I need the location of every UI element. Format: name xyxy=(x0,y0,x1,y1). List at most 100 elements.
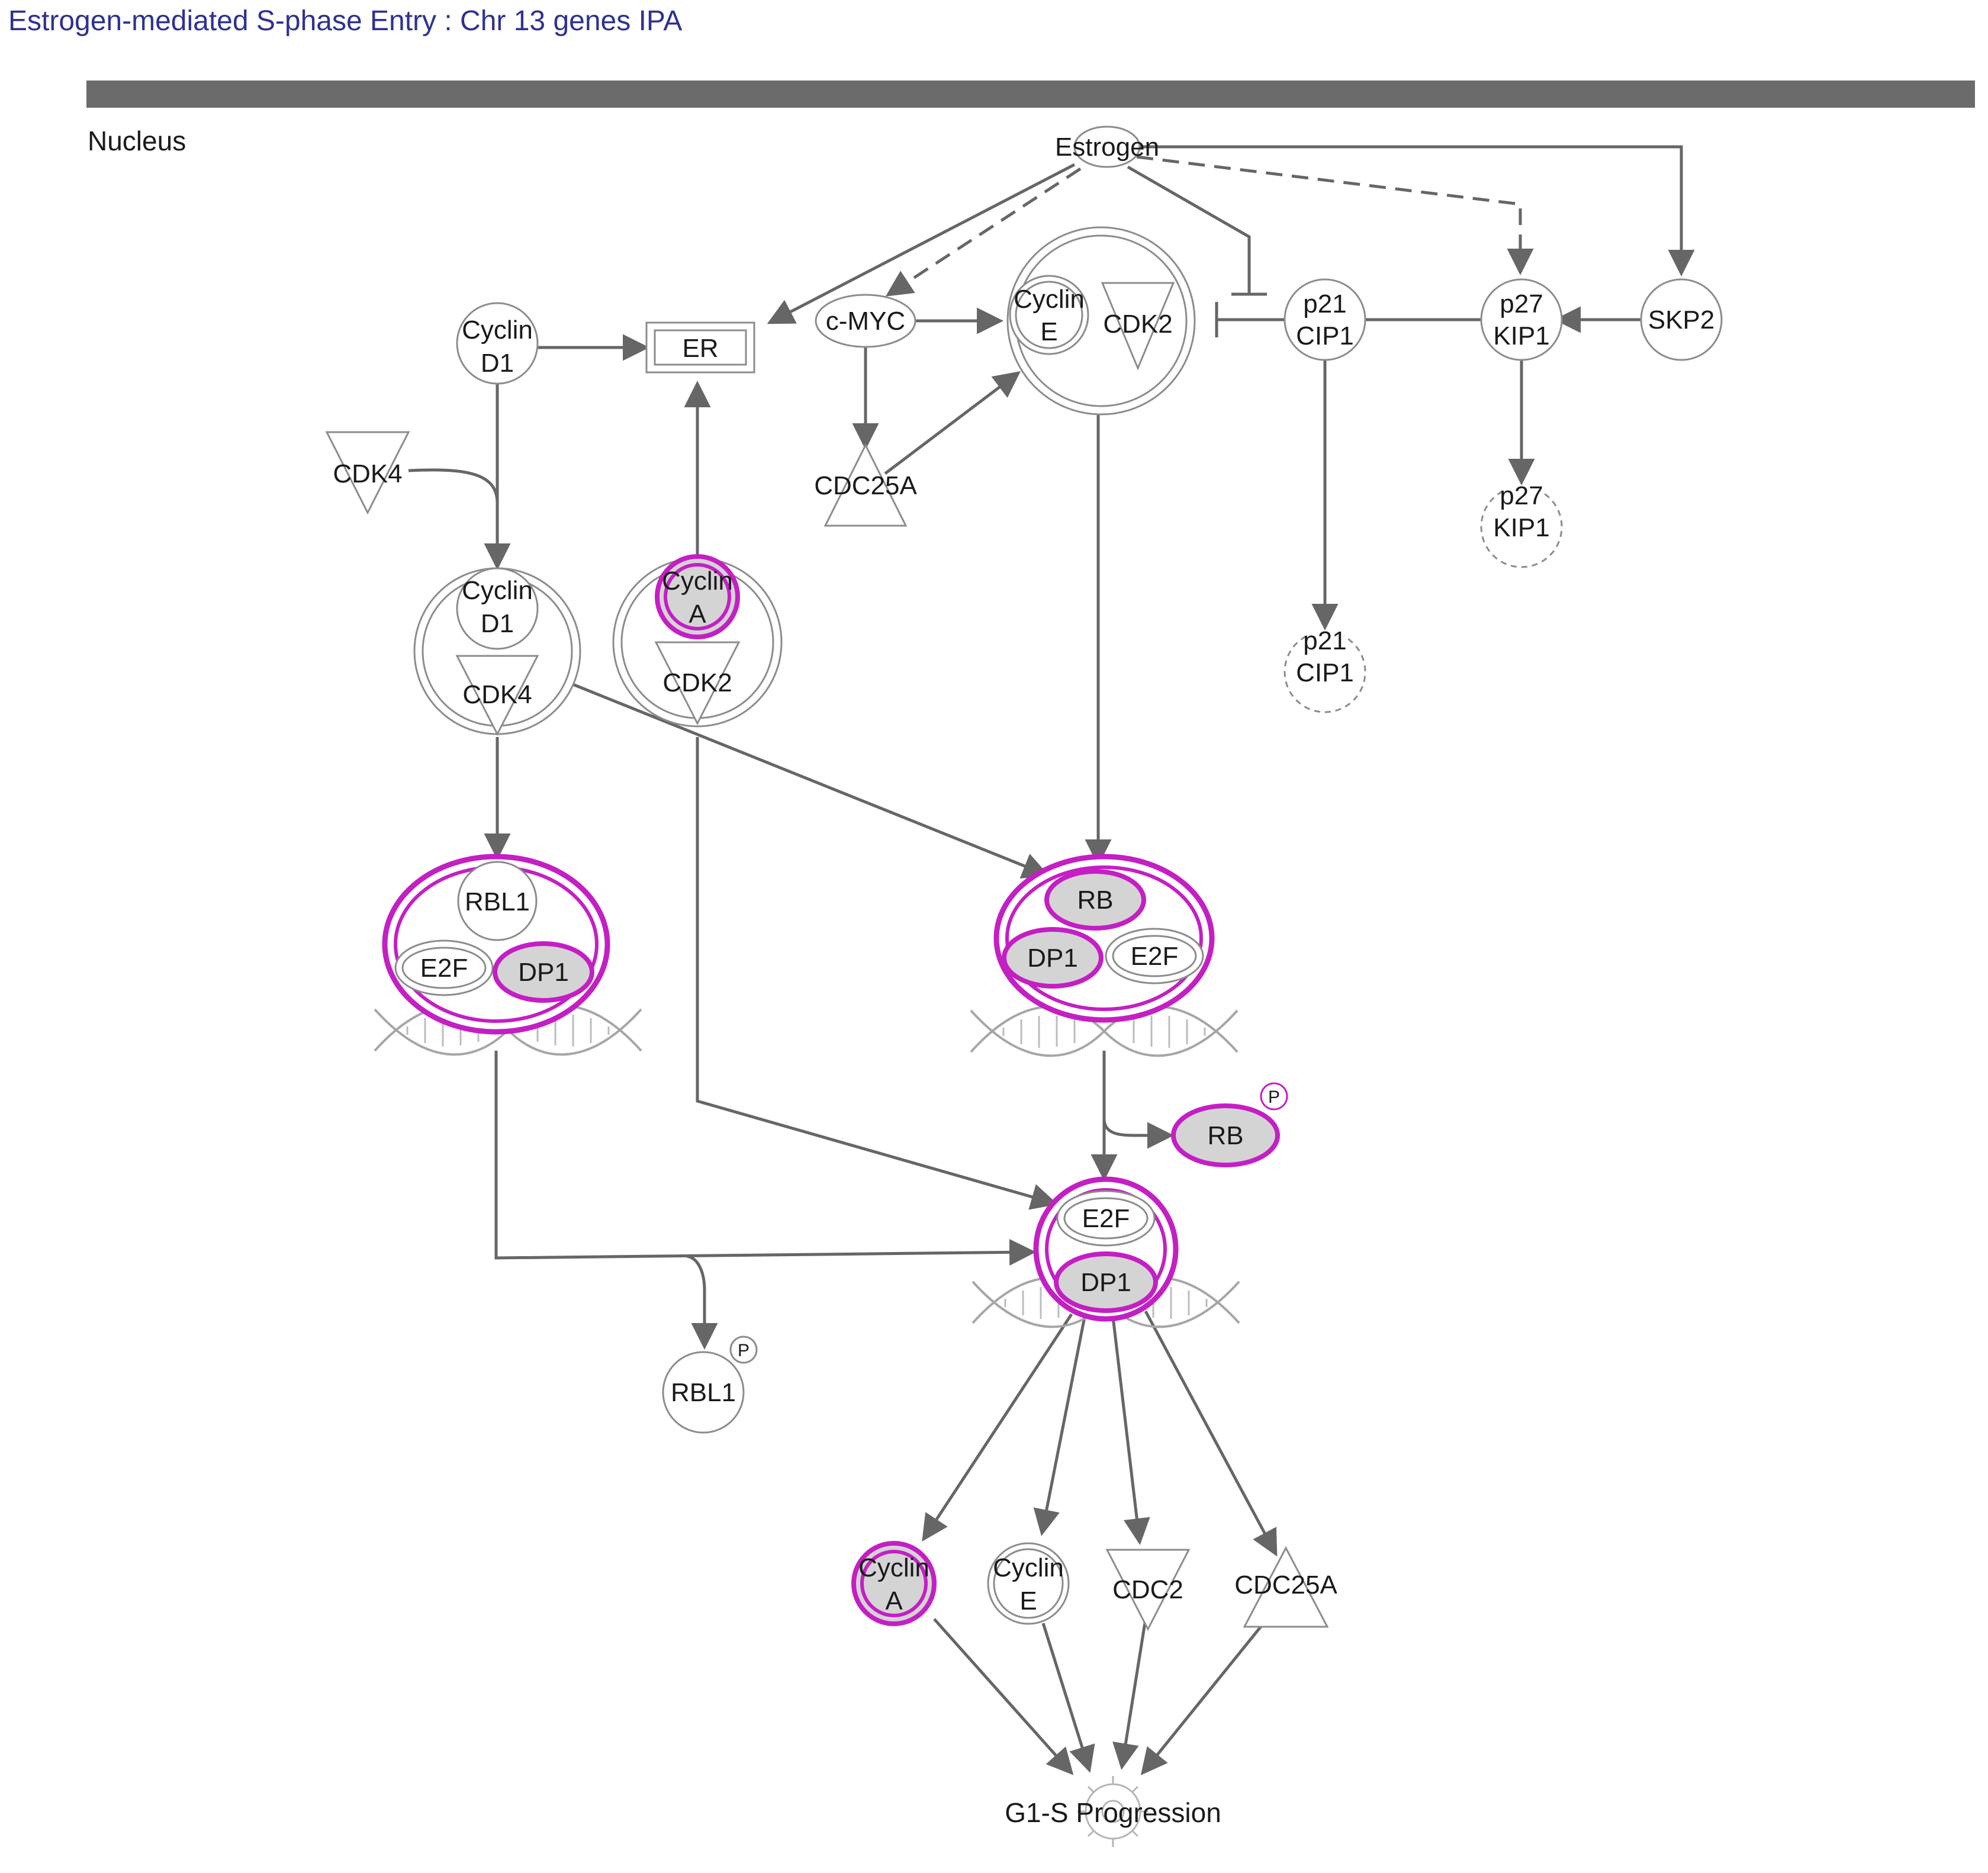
label-cyclin-e-bottom-2: E xyxy=(1019,1586,1037,1615)
node-p21-top[interactable]: p21 CIP1 xyxy=(1283,278,1366,361)
triangle-down-icon xyxy=(325,431,410,515)
label-cdc2: CDC2 xyxy=(1112,1575,1183,1604)
label-rb-complex: RB xyxy=(1077,886,1113,915)
label-cyclin-d1-top-1: Cyclin xyxy=(462,316,533,345)
label-cyclin-a-complex-2: A xyxy=(689,600,706,629)
label-cyclin-d1-top-2: D1 xyxy=(481,349,514,378)
label-p21-top-1: p21 xyxy=(1303,289,1346,318)
label-e2f-right: E2F xyxy=(1131,942,1179,971)
label-cyclin-a-bottom-2: A xyxy=(885,1586,903,1615)
node-dp1-left[interactable]: DP1 xyxy=(493,941,594,1003)
label-p27-bottom-1: p27 xyxy=(1500,481,1543,510)
node-cdk2-complex[interactable]: CDK2 xyxy=(654,641,741,726)
node-estrogen[interactable]: Estrogen xyxy=(1055,125,1159,168)
edge-estrogen-cmyc xyxy=(885,167,1082,297)
label-cdk2-top: CDK2 xyxy=(1103,310,1172,339)
triangle-down-icon xyxy=(654,641,741,726)
node-cdc25a-top[interactable]: CDC25A xyxy=(814,443,917,527)
node-cyclin-e-top[interactable]: Cyclin E xyxy=(1009,275,1089,355)
label-dp1-center: DP1 xyxy=(1080,1268,1131,1297)
node-dp1-center[interactable]: DP1 xyxy=(1054,1251,1158,1313)
edge-e2fdp1-cycline xyxy=(1033,1317,1086,1536)
label-rbl1-phospho: RBL1 xyxy=(671,1378,736,1407)
node-e2f-center[interactable]: E2F xyxy=(1056,1190,1156,1247)
label-rb-phospho: RB xyxy=(1207,1121,1243,1150)
node-rb-phospho[interactable]: RB P xyxy=(1171,1082,1288,1167)
node-e2f-right[interactable]: E2F xyxy=(1105,928,1204,984)
label-cdk4-top: CDK4 xyxy=(333,459,402,488)
node-cyclin-a-complex[interactable]: Cyclin A xyxy=(655,554,740,639)
edge-cdc25a-g1s xyxy=(1140,1624,1263,1775)
label-cyclin-a-complex-1: Cyclin xyxy=(662,567,733,596)
node-p27-bottom[interactable]: p27 KIP1 xyxy=(1480,481,1563,568)
edge-estrogen-er xyxy=(767,163,1076,324)
label-e2f-left: E2F xyxy=(420,954,468,983)
complex-e2f-dp1-center[interactable]: E2F DP1 xyxy=(972,1176,1240,1328)
label-p-badge-rb: P xyxy=(1268,1087,1280,1107)
edge-cyclina-g1s xyxy=(933,1618,1074,1775)
edge-rbl1-phospho xyxy=(686,1254,718,1350)
compartment-label: Nucleus xyxy=(88,125,186,156)
node-cyclin-d1-top[interactable]: Cyclin D1 xyxy=(456,302,539,385)
complex-rbl1-e2f-dp1[interactable]: RBL1 E2F DP1 xyxy=(374,854,642,1056)
triangle-up-icon xyxy=(1243,1546,1329,1628)
node-cdc2[interactable]: CDC2 xyxy=(1105,1549,1191,1631)
label-e2f-center: E2F xyxy=(1082,1204,1130,1233)
gear-icon xyxy=(1077,1776,1149,1847)
node-p27-top[interactable]: p27 KIP1 xyxy=(1480,278,1563,361)
phosphate-badge-icon: P xyxy=(729,1335,758,1364)
edge-e2fdp1-cdc25a xyxy=(1144,1310,1278,1557)
node-cyclin-a-bottom[interactable]: Cyclin A xyxy=(851,1541,937,1626)
triangle-down-icon xyxy=(1105,1549,1191,1631)
label-dp1-right: DP1 xyxy=(1027,944,1078,973)
label-cdk4-complex: CDK4 xyxy=(462,680,532,709)
edge-estrogen-inhibit-p21 xyxy=(1127,165,1251,294)
label-cdk2-complex: CDK2 xyxy=(662,668,732,697)
complex-cyclin-e-cdk2-top[interactable]: Cyclin E CDK2 xyxy=(1006,226,1196,416)
edge-e2fdp1-cdc2 xyxy=(1111,1317,1150,1545)
label-p21-top-2: CIP1 xyxy=(1296,321,1354,350)
edge-complexd1-rb xyxy=(571,682,1050,878)
label-cyclin-a-bottom-1: Cyclin xyxy=(858,1553,929,1582)
label-cdc25a-top: CDC25A xyxy=(814,471,917,500)
edge-rbl1complex-e2fdp1 xyxy=(494,1051,1036,1266)
edge-cyclinacdk2-e2fdp1 xyxy=(696,737,1058,1210)
edge-rbcomplex-rbp xyxy=(1102,1051,1174,1149)
node-cyclin-e-bottom[interactable]: Cyclin E xyxy=(987,1542,1070,1625)
page-title: Estrogen-mediated S-phase Entry : Chr 13… xyxy=(8,5,683,37)
node-p21-bottom[interactable]: p21 CIP1 xyxy=(1283,626,1366,713)
node-g1s-progression[interactable]: G1-S Progression xyxy=(1005,1776,1221,1847)
label-cyclin-e-bottom-1: Cyclin xyxy=(993,1553,1064,1582)
node-cdk4-complex[interactable]: CDK4 xyxy=(455,655,539,736)
edge-e2fdp1-cyclina xyxy=(922,1313,1073,1542)
node-cdc25a-bottom[interactable]: CDC25A xyxy=(1234,1546,1337,1628)
label-p21-bottom-1: p21 xyxy=(1303,626,1346,655)
complex-cyclin-a-cdk2[interactable]: Cyclin A CDK2 xyxy=(612,554,783,728)
label-cyclin-e-top-2: E xyxy=(1040,317,1057,346)
edge-estrogen-p27 xyxy=(1136,155,1534,275)
label-rbl1-complex: RBL1 xyxy=(465,887,530,916)
node-e2f-left[interactable]: E2F xyxy=(394,939,494,996)
edge-cdc2-g1s xyxy=(1112,1618,1147,1770)
edges xyxy=(408,145,1695,1775)
node-cyclin-d1-complex[interactable]: Cyclin D1 xyxy=(456,567,539,650)
triangle-down-icon xyxy=(1101,282,1175,371)
label-cyclin-e-top-1: Cyclin xyxy=(1014,285,1085,314)
node-cdk4-top[interactable]: CDK4 xyxy=(325,431,410,515)
label-g1s: G1-S Progression xyxy=(1005,1797,1221,1828)
label-cmyc: c-MYC xyxy=(826,307,905,336)
node-cdk2-top[interactable]: CDK2 xyxy=(1101,282,1175,371)
label-skp2: SKP2 xyxy=(1648,305,1715,334)
node-rbl1-phospho[interactable]: RBL1 P xyxy=(662,1335,758,1434)
node-rbl1-complex[interactable]: RBL1 xyxy=(457,861,538,941)
node-cmyc[interactable]: c-MYC xyxy=(815,294,916,348)
label-p27-top-1: p27 xyxy=(1500,289,1543,318)
complex-rb-dp1-e2f[interactable]: RB DP1 E2F xyxy=(970,854,1239,1057)
label-p21-bottom-2: CIP1 xyxy=(1296,658,1354,687)
node-rb-complex[interactable]: RB xyxy=(1044,869,1146,931)
node-dp1-right[interactable]: DP1 xyxy=(1002,927,1104,989)
node-er[interactable]: ER xyxy=(645,321,755,374)
node-skp2[interactable]: SKP2 xyxy=(1640,278,1723,361)
complex-cyclin-d1-cdk4[interactable]: Cyclin D1 CDK4 xyxy=(413,567,581,736)
label-cyclin-d1-complex-1: Cyclin xyxy=(462,576,533,605)
